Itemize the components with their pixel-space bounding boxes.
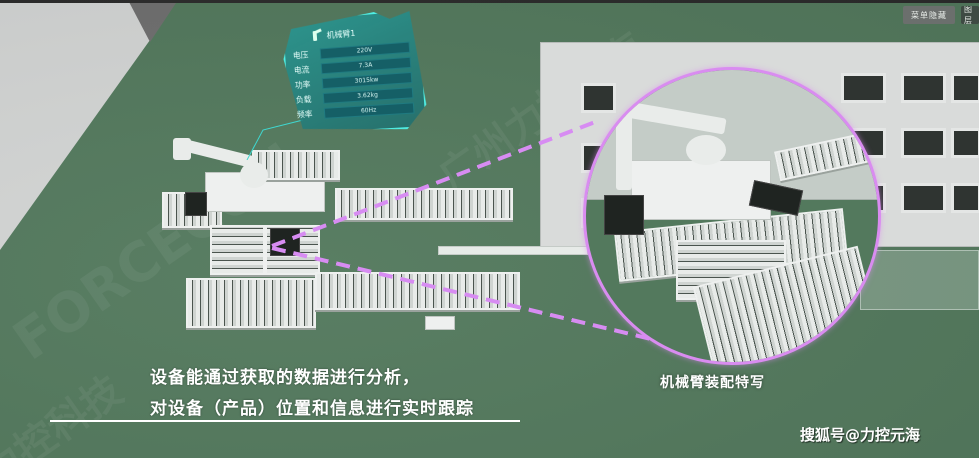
label-current: 电流 xyxy=(293,64,310,75)
hide-menu-button[interactable]: 菜单隐藏 xyxy=(903,6,955,24)
product-tray-entry[interactable] xyxy=(185,192,207,216)
value-frequency: 60Hz xyxy=(323,101,415,119)
description-caption: 设备能通过获取的数据进行分析， 对设备（产品）位置和信息进行实时跟踪 xyxy=(150,363,474,425)
layer-button[interactable]: 图层 xyxy=(961,6,979,24)
translucent-conveyor xyxy=(860,250,979,310)
top-edge xyxy=(0,0,979,3)
panel-rows: 电压 220V 电流 7.3A 功率 3015kw 负载 3.62kg 频率 6… xyxy=(292,40,415,123)
source-watermark: 搜狐号@力控元海 xyxy=(800,426,921,444)
conveyor-mid-left[interactable] xyxy=(210,225,265,275)
robot-arm-icon xyxy=(311,28,324,43)
conveyor-right-lower[interactable] xyxy=(315,272,520,310)
zoom-product-tray-left xyxy=(604,195,644,235)
control-box xyxy=(425,316,455,330)
panel-connector-line xyxy=(246,119,304,160)
label-load: 负载 xyxy=(295,94,312,105)
zoom-station-frame xyxy=(631,160,771,220)
label-frequency: 频率 xyxy=(296,109,313,119)
label-voltage: 电压 xyxy=(292,49,309,60)
guide-rail xyxy=(438,246,588,255)
device-info-panel[interactable]: 机械臂1 电压 220V 电流 7.3A 功率 3015kw 负载 3.62kg… xyxy=(281,8,428,136)
conveyor-right-upper[interactable] xyxy=(335,188,513,220)
caption-line-2: 对设备（产品）位置和信息进行实时跟踪 xyxy=(150,399,474,419)
caption-line-1: 设备能通过获取的数据进行分析， xyxy=(150,368,420,388)
robot-arm-base[interactable] xyxy=(240,162,268,188)
zoom-detail-circle[interactable] xyxy=(583,67,881,365)
zoom-robot-arm-base xyxy=(686,135,726,165)
zoom-detail-label: 机械臂装配特写 xyxy=(660,375,765,391)
panel-title: 机械臂1 xyxy=(326,28,356,40)
top-right-toolbar: 菜单隐藏 图层 xyxy=(903,6,979,24)
conveyor-bottom-left[interactable] xyxy=(186,278,316,328)
label-power: 功率 xyxy=(294,79,311,90)
caption-underline xyxy=(50,420,520,422)
zoom-robot-arm-column xyxy=(616,110,632,190)
